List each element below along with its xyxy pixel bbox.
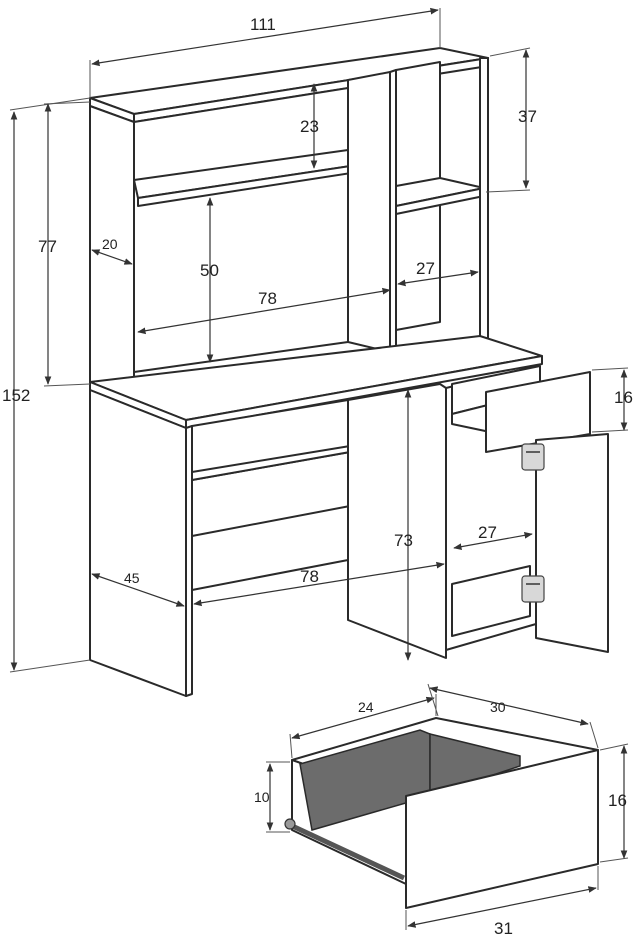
dim-drawer-box-height: 10 bbox=[254, 789, 270, 805]
desk-left-panel bbox=[89, 389, 187, 697]
dim-inner-width-bottom: 78 bbox=[300, 567, 319, 586]
dim-desk-depth: 45 bbox=[124, 570, 140, 586]
dim-drawer-box-width: 24 bbox=[358, 699, 374, 715]
dim-drawer-front-height: 16 bbox=[614, 388, 633, 407]
dim-drawer-detail-front-height: 16 bbox=[608, 791, 627, 810]
hutch-right-panel bbox=[479, 57, 489, 341]
dim-upper-right-height: 37 bbox=[518, 107, 537, 126]
dim-inner-width-top: 78 bbox=[258, 289, 277, 308]
dim-cabinet-inner-width: 27 bbox=[478, 523, 497, 542]
desk bbox=[89, 335, 609, 697]
rail-wheel-icon bbox=[284, 818, 296, 830]
dim-opening-height: 50 bbox=[200, 261, 219, 280]
drawer-detail bbox=[284, 717, 599, 909]
dimension-lines: 111 37 23 152 77 20 50 27 78 bbox=[2, 7, 633, 938]
dim-total-height: 152 bbox=[2, 386, 30, 405]
dim-right-compartment-width: 27 bbox=[416, 259, 435, 278]
cabinet-drawer-front bbox=[485, 371, 591, 453]
dim-drawer-front-width: 31 bbox=[494, 919, 513, 938]
hutch-divider bbox=[347, 71, 391, 353]
drawer-rail bbox=[286, 821, 406, 881]
desk-center-panel bbox=[347, 383, 447, 659]
dim-hutch-depth: 20 bbox=[102, 236, 118, 252]
dim-total-width: 111 bbox=[250, 15, 276, 34]
cabinet-floor bbox=[451, 565, 531, 637]
dim-desk-height: 73 bbox=[394, 531, 413, 550]
hinge-bottom-icon bbox=[521, 575, 545, 603]
drawer-detail-front bbox=[405, 749, 599, 909]
dim-hutch-height: 77 bbox=[38, 237, 57, 256]
cabinet-door bbox=[535, 433, 609, 653]
hinge-top-icon bbox=[521, 443, 545, 471]
dim-upper-shelf-gap: 23 bbox=[300, 117, 319, 136]
dim-drawer-box-depth: 30 bbox=[490, 699, 506, 715]
